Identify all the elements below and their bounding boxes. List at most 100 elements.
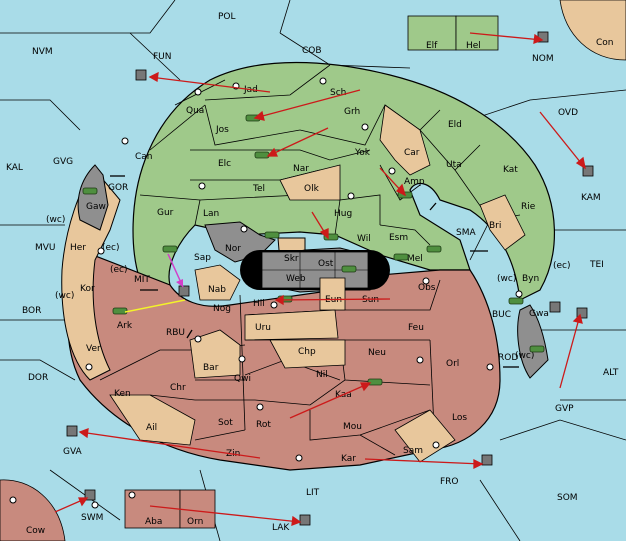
svg-text:GVG: GVG — [53, 157, 73, 167]
svg-text:Sap: Sap — [194, 253, 211, 263]
region-pir[interactable] — [517, 304, 549, 379]
svg-text:Ken: Ken — [114, 389, 131, 399]
region-labels: POL NVM FUN COB Con NOM OVD KAL GVG GOR … — [6, 12, 619, 536]
svg-text:KAL: KAL — [6, 163, 23, 173]
svg-text:Sot: Sot — [218, 418, 233, 428]
svg-text:(ec): (ec) — [110, 265, 128, 275]
svg-text:ROD: ROD — [498, 353, 518, 363]
svg-text:Ver: Ver — [86, 344, 101, 354]
svg-text:Nil: Nil — [316, 370, 328, 380]
svg-text:Ail: Ail — [146, 423, 157, 433]
svg-text:Sun: Sun — [362, 295, 379, 305]
svg-text:Hel: Hel — [466, 41, 481, 51]
svg-text:Qua: Qua — [186, 106, 204, 116]
svg-text:Grh: Grh — [344, 107, 360, 117]
svg-text:GVP: GVP — [555, 404, 574, 414]
region-car[interactable] — [379, 104, 431, 176]
svg-text:Gwa: Gwa — [529, 309, 549, 319]
svg-text:Eld: Eld — [448, 120, 462, 130]
fleet-units — [66, 31, 594, 526]
region-nab[interactable] — [194, 264, 241, 301]
svg-text:FRO: FRO — [440, 477, 459, 487]
svg-text:KAM: KAM — [581, 193, 601, 203]
svg-text:BUC: BUC — [492, 310, 511, 320]
svg-text:Kar: Kar — [341, 454, 356, 464]
svg-text:Tel: Tel — [252, 184, 265, 194]
svg-text:Kat: Kat — [503, 165, 518, 175]
svg-text:(ec): (ec) — [102, 243, 120, 253]
svg-text:Amp: Amp — [404, 177, 425, 187]
west-coast-strip — [61, 169, 121, 381]
central-oval — [240, 250, 390, 290]
svg-text:LAK: LAK — [272, 523, 290, 533]
svg-text:Chp: Chp — [298, 347, 316, 357]
svg-text:Uta: Uta — [446, 160, 462, 170]
svg-text:Skr: Skr — [284, 254, 299, 264]
svg-text:Nog: Nog — [213, 304, 231, 314]
svg-text:Byn: Byn — [522, 274, 539, 284]
svg-text:SWM: SWM — [81, 513, 103, 523]
svg-text:POL: POL — [218, 12, 236, 22]
svg-text:Jos: Jos — [215, 125, 229, 135]
svg-text:Lan: Lan — [203, 209, 219, 219]
svg-text:OVD: OVD — [558, 108, 578, 118]
svg-text:GVA: GVA — [63, 447, 83, 457]
svg-text:(wc): (wc) — [515, 351, 534, 361]
svg-text:Qwi: Qwi — [234, 374, 251, 384]
svg-text:Chr: Chr — [170, 383, 186, 393]
svg-text:Nor: Nor — [225, 244, 241, 254]
svg-text:(ec): (ec) — [553, 261, 571, 271]
region-olk[interactable] — [279, 164, 341, 201]
svg-text:BOR: BOR — [22, 306, 41, 316]
svg-text:Ark: Ark — [117, 321, 133, 331]
region-sam[interactable] — [394, 409, 456, 463]
region-gaw[interactable] — [77, 164, 109, 231]
svg-text:Mel: Mel — [407, 254, 423, 264]
svg-text:ALT: ALT — [603, 368, 619, 378]
region-uru[interactable] — [244, 309, 339, 341]
svg-text:Can: Can — [135, 152, 153, 162]
region-bri[interactable] — [479, 194, 526, 251]
svg-text:Bri: Bri — [489, 221, 501, 231]
svg-text:Aba: Aba — [145, 517, 162, 527]
region-ail[interactable] — [109, 394, 196, 446]
region-chp[interactable] — [269, 339, 346, 369]
svg-text:COB: COB — [302, 46, 322, 56]
svg-text:Orn: Orn — [187, 517, 203, 527]
svg-text:Elf: Elf — [426, 41, 438, 51]
svg-text:Yok: Yok — [354, 148, 371, 158]
svg-text:Con: Con — [596, 38, 614, 48]
support-orders — [124, 253, 186, 313]
svg-text:GOR: GOR — [108, 183, 128, 193]
region-eun[interactable] — [319, 277, 346, 311]
svg-text:RBU: RBU — [166, 328, 185, 338]
svg-text:MVU: MVU — [35, 243, 56, 253]
svg-text:Hil: Hil — [253, 299, 265, 309]
svg-text:Uru: Uru — [255, 323, 271, 333]
svg-text:Feu: Feu — [408, 323, 424, 333]
svg-text:(wc): (wc) — [55, 291, 74, 301]
svg-text:Esm: Esm — [389, 233, 408, 243]
svg-text:Her: Her — [70, 243, 86, 253]
island-elf-hel — [407, 15, 499, 51]
svg-text:Neu: Neu — [368, 348, 386, 358]
svg-text:Wil: Wil — [357, 234, 371, 244]
svg-text:Los: Los — [452, 413, 467, 423]
svg-text:Nar: Nar — [293, 164, 309, 174]
svg-text:Sam: Sam — [403, 446, 423, 456]
svg-text:(wc): (wc) — [46, 215, 65, 225]
svg-text:Olk: Olk — [304, 184, 320, 194]
svg-text:DOR: DOR — [28, 373, 48, 383]
svg-text:Sch: Sch — [330, 88, 346, 98]
svg-text:Mou: Mou — [343, 422, 362, 432]
svg-text:Ost: Ost — [318, 259, 334, 269]
svg-text:Obs: Obs — [418, 283, 436, 293]
crossing-markers — [110, 175, 519, 368]
svg-text:SOM: SOM — [557, 493, 578, 503]
svg-text:LIT: LIT — [306, 488, 320, 498]
svg-text:NOM: NOM — [532, 54, 554, 64]
svg-text:NVM: NVM — [32, 47, 53, 57]
supply-centers — [9, 77, 523, 509]
svg-text:Orl: Orl — [446, 359, 459, 369]
